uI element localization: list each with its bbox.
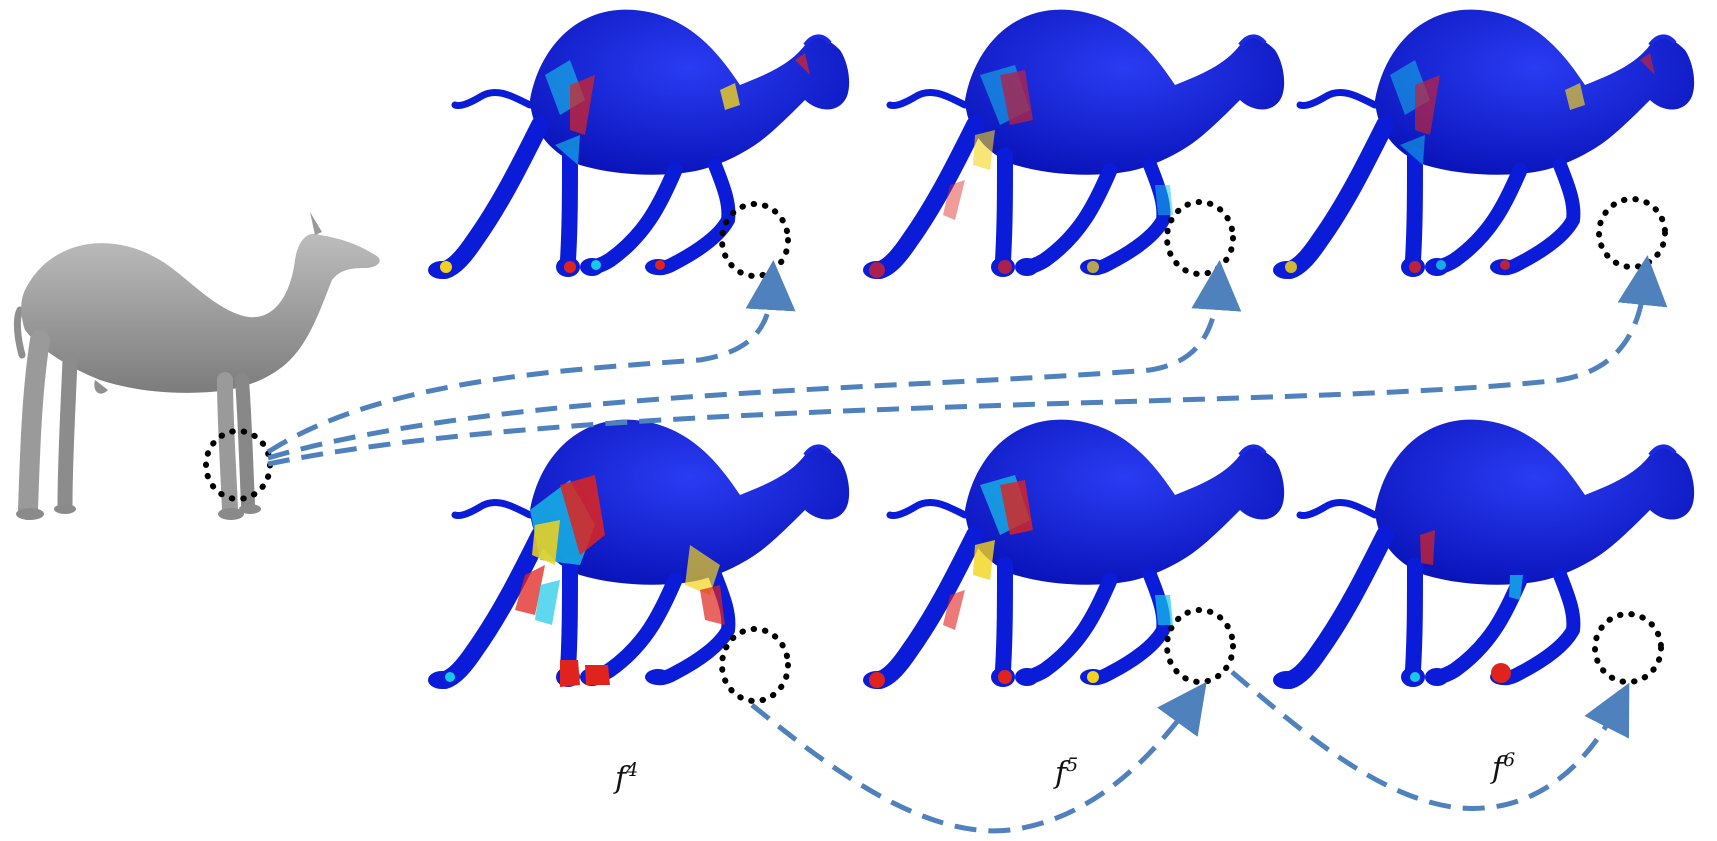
target-region-marker-top-3 — [1596, 196, 1668, 270]
target-camel-bottom-2 — [863, 420, 1284, 689]
correspondence-arrow-top-2 — [267, 260, 1242, 461]
frame-label-f6: f6 — [1490, 749, 1515, 786]
frame-label-f5: f5 — [1053, 754, 1078, 791]
correspondence-arrow-bottom-2 — [1230, 670, 1630, 811]
target-region-marker-bottom-1 — [719, 626, 791, 704]
source-region-marker — [203, 428, 273, 502]
correspondence-arrow-top-1 — [266, 260, 796, 455]
target-region-marker-top-1 — [719, 201, 791, 279]
target-region-marker-top-2 — [1164, 199, 1236, 277]
target-camel-bottom-3 — [1273, 420, 1694, 689]
target-region-marker-bottom-2 — [1164, 607, 1236, 685]
target-camel-top-2 — [863, 10, 1284, 279]
frame-label-f4: f4 — [613, 759, 638, 796]
correspondence-arrow-top-3 — [267, 255, 1668, 467]
correspondence-arrow-bottom-1 — [750, 681, 1207, 834]
target-camel-bottom-1 — [428, 420, 849, 689]
target-region-marker-bottom-3 — [1592, 611, 1664, 685]
source-camel — [13, 212, 380, 520]
target-camel-top-3 — [1273, 10, 1694, 279]
